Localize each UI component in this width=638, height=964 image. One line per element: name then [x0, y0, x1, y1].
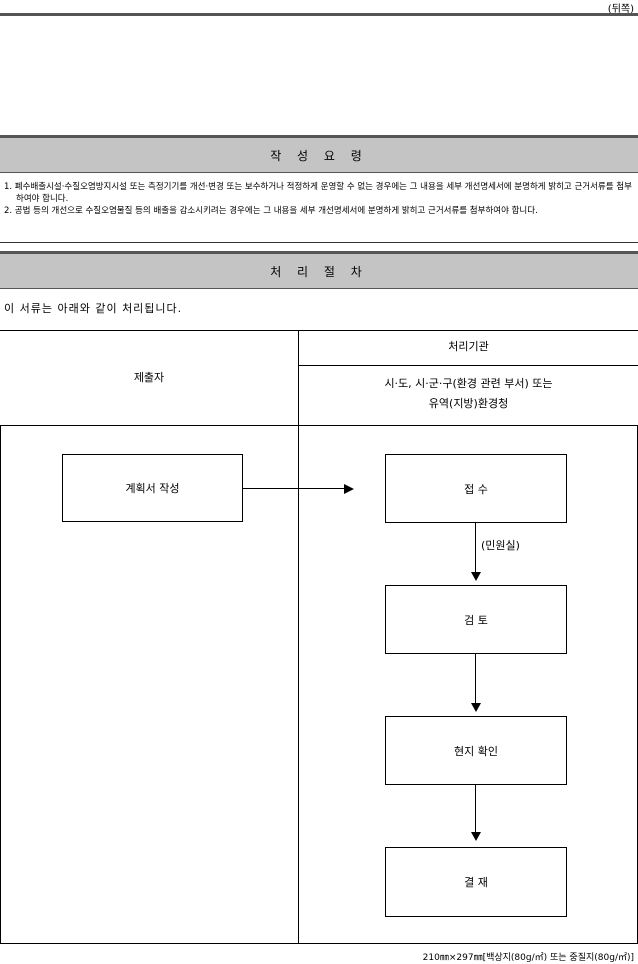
- receive-note: (민원실): [481, 539, 520, 552]
- arrow-down-icon: [471, 832, 481, 841]
- instruction-item: 1. 폐수배출시설·수질오염방지시설 또는 측정기기를 개선·변경 또는 보수하…: [4, 182, 632, 204]
- instruction-item: 2. 공법 등의 개선으로 수질오염물질 등의 배출을 감소시키려는 경우에는 …: [4, 206, 538, 216]
- arrow-down-icon: [471, 572, 481, 581]
- step-site-check: 현지 확인: [385, 716, 567, 785]
- table-header-divider: [298, 330, 299, 425]
- step-receive: 접 수: [385, 454, 567, 523]
- agency-header: 처리기관: [448, 340, 489, 353]
- flow-connector: [475, 653, 476, 703]
- instructions-title: 작 성 요 령: [0, 135, 638, 173]
- procedure-column-divider: [298, 425, 299, 943]
- page-side-label: (뒤쪽): [607, 4, 634, 15]
- arrow-down-icon: [471, 703, 481, 712]
- submitter-header: 제출자: [133, 371, 165, 384]
- table-header-subline: [298, 365, 638, 366]
- flow-connector: [475, 784, 476, 832]
- table-top-line: [0, 330, 638, 331]
- top-divider: [0, 13, 638, 16]
- procedure-title: 처 리 절 차: [0, 251, 638, 289]
- paper-spec-footer: 210㎜×297㎜[백상지(80g/㎡) 또는 중질지(80g/㎡)]: [422, 953, 634, 963]
- flow-connector: [475, 522, 476, 572]
- step-approval: 결 재: [385, 847, 567, 917]
- agency-name-line1: 시·도, 시·군·구(환경 관련 부서) 또는: [384, 377, 553, 390]
- arrow-right-icon: [344, 484, 354, 494]
- section-divider: [0, 242, 638, 243]
- flow-connector: [242, 488, 344, 489]
- instructions-list: 1. 폐수배출시설·수질오염방지시설 또는 측정기기를 개선·변경 또는 보수하…: [4, 181, 634, 217]
- agency-name-line2: 유역(지방)환경청: [428, 397, 509, 410]
- step-review: 검 토: [385, 585, 567, 654]
- procedure-intro: 이 서류는 아래와 같이 처리됩니다.: [4, 302, 183, 315]
- step-plan-writing: 계획서 작성: [62, 454, 243, 522]
